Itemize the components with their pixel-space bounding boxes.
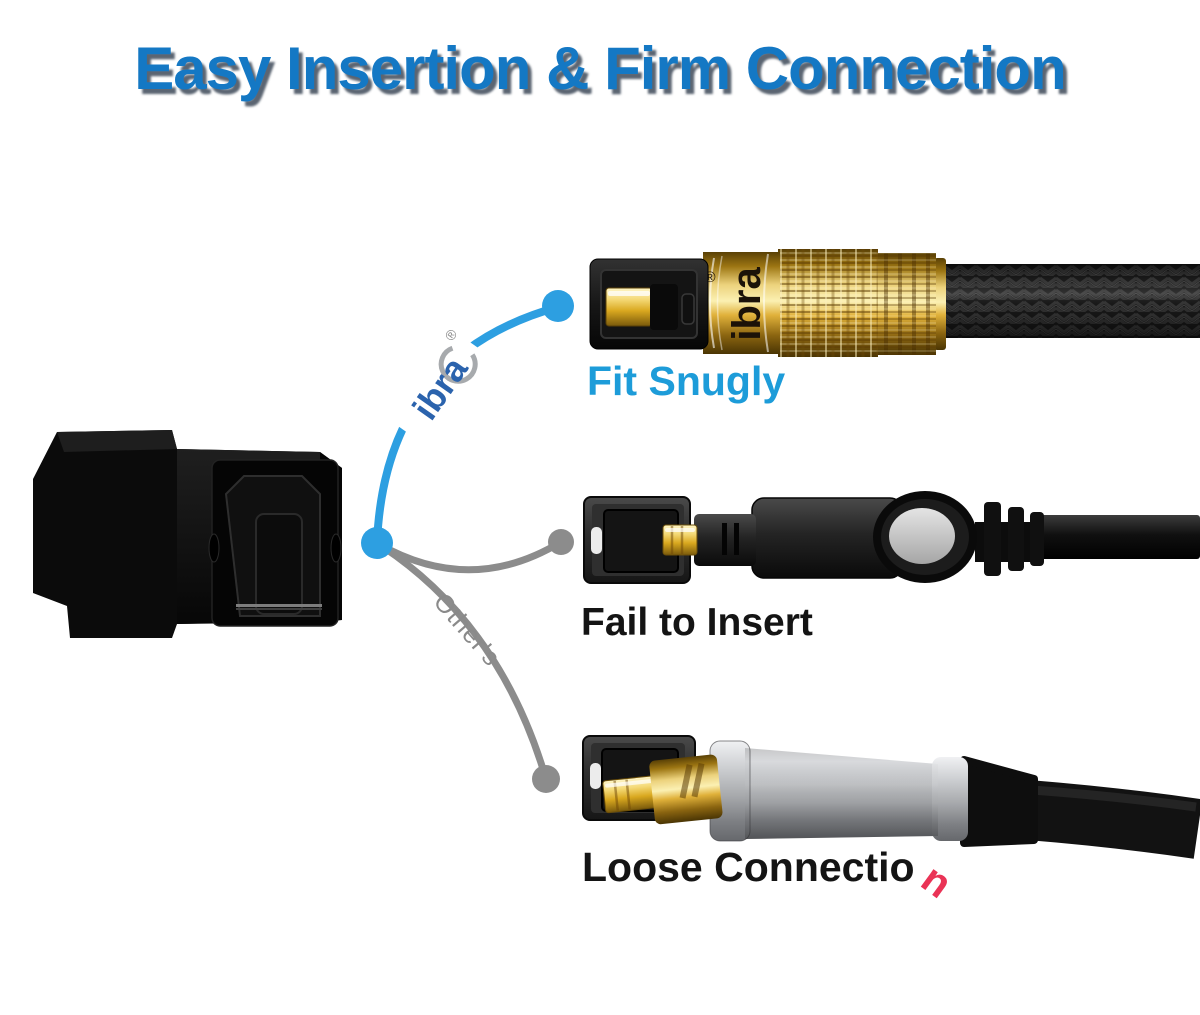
curve-origin-dot <box>361 527 393 559</box>
gold-connector-illustration: ibra ® <box>589 249 1200 357</box>
socket-latch-notch-left <box>208 533 220 563</box>
barrel-brand-text: ibra <box>725 267 769 341</box>
swivel-disc <box>873 491 977 583</box>
door-bottom-highlight <box>236 604 322 607</box>
label-loose-connection: Loose Connection <box>582 844 960 907</box>
label-fail-to-insert: Fail to Insert <box>581 601 813 644</box>
curve-endpoint-dot-good <box>542 290 574 322</box>
gold-knurled-barrel <box>778 249 878 357</box>
logo-swoosh <box>438 345 478 384</box>
plug-neck-middle <box>694 514 756 566</box>
strain-relief-fins <box>975 502 1044 576</box>
gold-collar: ibra ® <box>703 252 780 354</box>
cable-middle <box>1032 515 1200 559</box>
socket-top-bevel <box>57 430 177 452</box>
braided-cable-shading <box>942 264 1200 338</box>
barrel-registered-mark: ® <box>704 269 715 286</box>
curve-endpoint-dot-middle <box>548 529 574 555</box>
page-title: Easy Insertion & Firm Connection <box>134 35 1067 102</box>
cap-slot-bottom <box>590 763 601 789</box>
cable-bottom <box>1025 780 1200 859</box>
gray-curve-bottom <box>375 540 550 780</box>
black-collar-bottom <box>960 756 1038 847</box>
silver-connector-illustration <box>582 735 1200 859</box>
curve-endpoint-dot-bottom <box>532 765 560 793</box>
door-bottom-shadow-line <box>236 608 322 610</box>
cable-bottom-sheen <box>1031 785 1197 812</box>
gold-fiber-tip-middle <box>662 524 698 556</box>
logo-backing <box>386 327 493 448</box>
label-fit-snugly: Fit Snugly <box>587 358 786 404</box>
silver-barrel <box>709 740 968 842</box>
gold-end-ring <box>934 258 946 350</box>
dust-cap-middle <box>583 496 691 584</box>
optical-socket-illustration <box>33 430 342 638</box>
gold-taper-section <box>878 253 936 355</box>
toslink-plug-head-gold <box>589 258 709 350</box>
toslink-door-flap <box>255 513 303 615</box>
annotation-curves: ibra ® <box>361 290 574 793</box>
gold-plug-bottom <box>602 754 723 825</box>
black-connector-illustration <box>583 491 1200 584</box>
cap-slot-middle <box>591 527 602 554</box>
socket-latch-notch-right <box>330 533 342 563</box>
label-loose-main: Loose Connectio <box>582 844 915 890</box>
